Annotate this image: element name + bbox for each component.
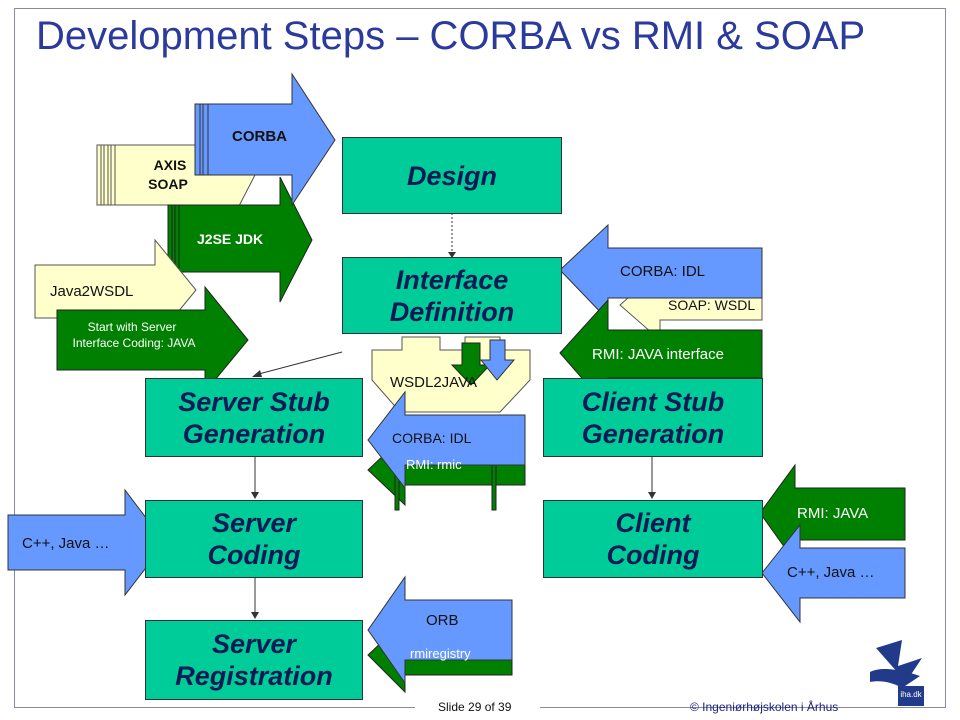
start-server-arrow [56,285,249,394]
corba-idl-right-arrow [559,223,763,322]
step-client-coding: Client Coding [543,500,763,578]
slide-title: Development Steps – CORBA vs RMI & SOAP [36,14,866,58]
step-server-registration: Server Registration [145,620,363,700]
step-client-coding-line1: Client [615,508,691,538]
cpp-java-right-arrow [761,523,906,624]
step-client-stub-line1: Client Stub [581,386,725,417]
step-server-stub: Server Stub Generation [145,378,363,457]
copyright: © Ingeniørhøjskolen i Århus [690,700,839,714]
iha-logo: iha.dk [862,636,928,712]
step-client-stub: Client Stub Generation [543,378,763,457]
corba-idl-mid-arrow [367,390,526,490]
logo-text: iha.dk [900,690,922,699]
step-interface-definition: Interface Definition [342,257,562,334]
j2se-arrow [167,176,313,303]
corba-arrow [194,72,336,207]
footer-slide-bg [415,697,540,717]
step-interface-line2: Definition [389,296,515,327]
step-server-coding-line1: Server [211,508,297,538]
orb-arrow [367,575,513,685]
step-server-reg-line1: Server [211,629,297,659]
cpp-java-left-arrow [7,488,166,597]
step-server-stub-line2: Generation [182,418,326,449]
step-server-reg-line2: Registration [175,661,333,691]
connector-interface-serverstub [254,351,343,376]
slide-number: Slide 29 of 39 [438,700,512,714]
step-server-coding-line2: Coding [207,540,301,570]
wsdl2java-arrow [371,336,531,413]
step-client-stub-line2: Generation [581,418,725,449]
step-interface-line1: Interface [395,264,509,295]
step-design-label: Design [406,160,498,191]
step-server-coding: Server Coding [145,500,363,578]
step-client-coding-line2: Coding [606,540,700,570]
step-server-stub-line1: Server Stub [178,386,330,417]
step-design: Design [342,137,562,214]
